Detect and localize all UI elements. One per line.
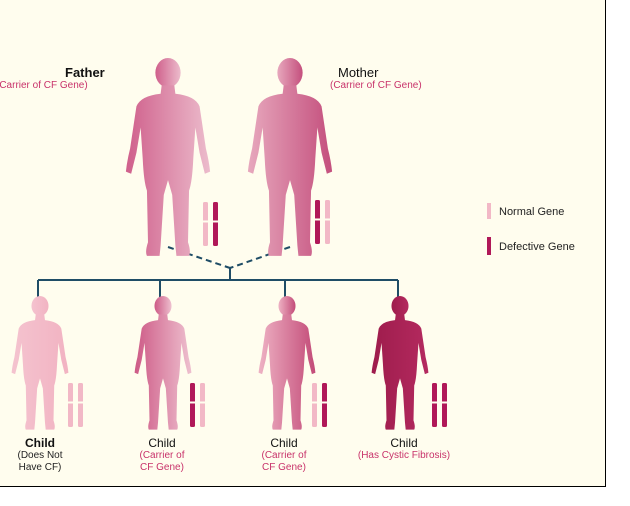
mother-chromosome-2 xyxy=(325,200,331,244)
child-1-chromosome-1 xyxy=(68,383,74,427)
child-2-line2: CF Gene) xyxy=(130,462,194,474)
legend-defective-label: Defective Gene xyxy=(499,241,575,253)
mother-chromosome-1 xyxy=(315,200,321,244)
child-4-chromosome-2 xyxy=(442,383,448,427)
child-figure-1 xyxy=(12,296,69,430)
figures-layer xyxy=(12,58,429,430)
child-2-chromosome-1 xyxy=(190,383,196,427)
child-4-line1: (Has Cystic Fibrosis) xyxy=(338,450,470,462)
child-label-4: Child (Has Cystic Fibrosis) xyxy=(338,436,470,462)
legend: Normal Gene Defective Gene xyxy=(487,201,605,261)
mother-subtitle: (Carrier of CF Gene) xyxy=(330,80,422,92)
child-3-line2: CF Gene) xyxy=(252,462,316,474)
child-3-chromosome-2 xyxy=(322,383,328,427)
child-2-line1: (Carrier of xyxy=(130,450,194,462)
father-subtitle: (Carrier of CF Gene) xyxy=(0,80,88,92)
child-3-line1: (Carrier of xyxy=(252,450,316,462)
legend-normal-label: Normal Gene xyxy=(499,206,564,218)
child-label-2: Child (Carrier of CF Gene) xyxy=(130,436,194,474)
child-figure-4 xyxy=(372,296,429,430)
father-title: Father xyxy=(65,66,105,80)
child-figure-3 xyxy=(259,296,316,430)
child-2-title: Child xyxy=(130,436,194,450)
child-4-chromosome-1 xyxy=(432,383,438,427)
child-1-chromosome-2 xyxy=(78,383,84,427)
mother-title: Mother xyxy=(338,66,378,80)
child-3-title: Child xyxy=(252,436,316,450)
child-label-1: Child (Does Not Have CF) xyxy=(10,436,70,474)
father-figure xyxy=(126,58,210,256)
child-2-chromosome-2 xyxy=(200,383,206,427)
diagram-panel: Father (Carrier of CF Gene) Mother (Carr… xyxy=(0,0,606,487)
father-chromosome-1 xyxy=(203,202,209,246)
child-4-title: Child xyxy=(338,436,470,450)
child-1-line1: (Does Not xyxy=(10,450,70,462)
child-label-3: Child (Carrier of CF Gene) xyxy=(252,436,316,474)
child-1-line2: Have CF) xyxy=(10,462,70,474)
connection-lines xyxy=(38,247,398,298)
legend-defective-swatch xyxy=(487,237,491,255)
child-figure-2 xyxy=(135,296,192,430)
legend-normal-swatch xyxy=(487,203,491,219)
child-1-title: Child xyxy=(10,436,70,450)
father-chromosome-2 xyxy=(213,202,219,246)
child-3-chromosome-1 xyxy=(312,383,318,427)
